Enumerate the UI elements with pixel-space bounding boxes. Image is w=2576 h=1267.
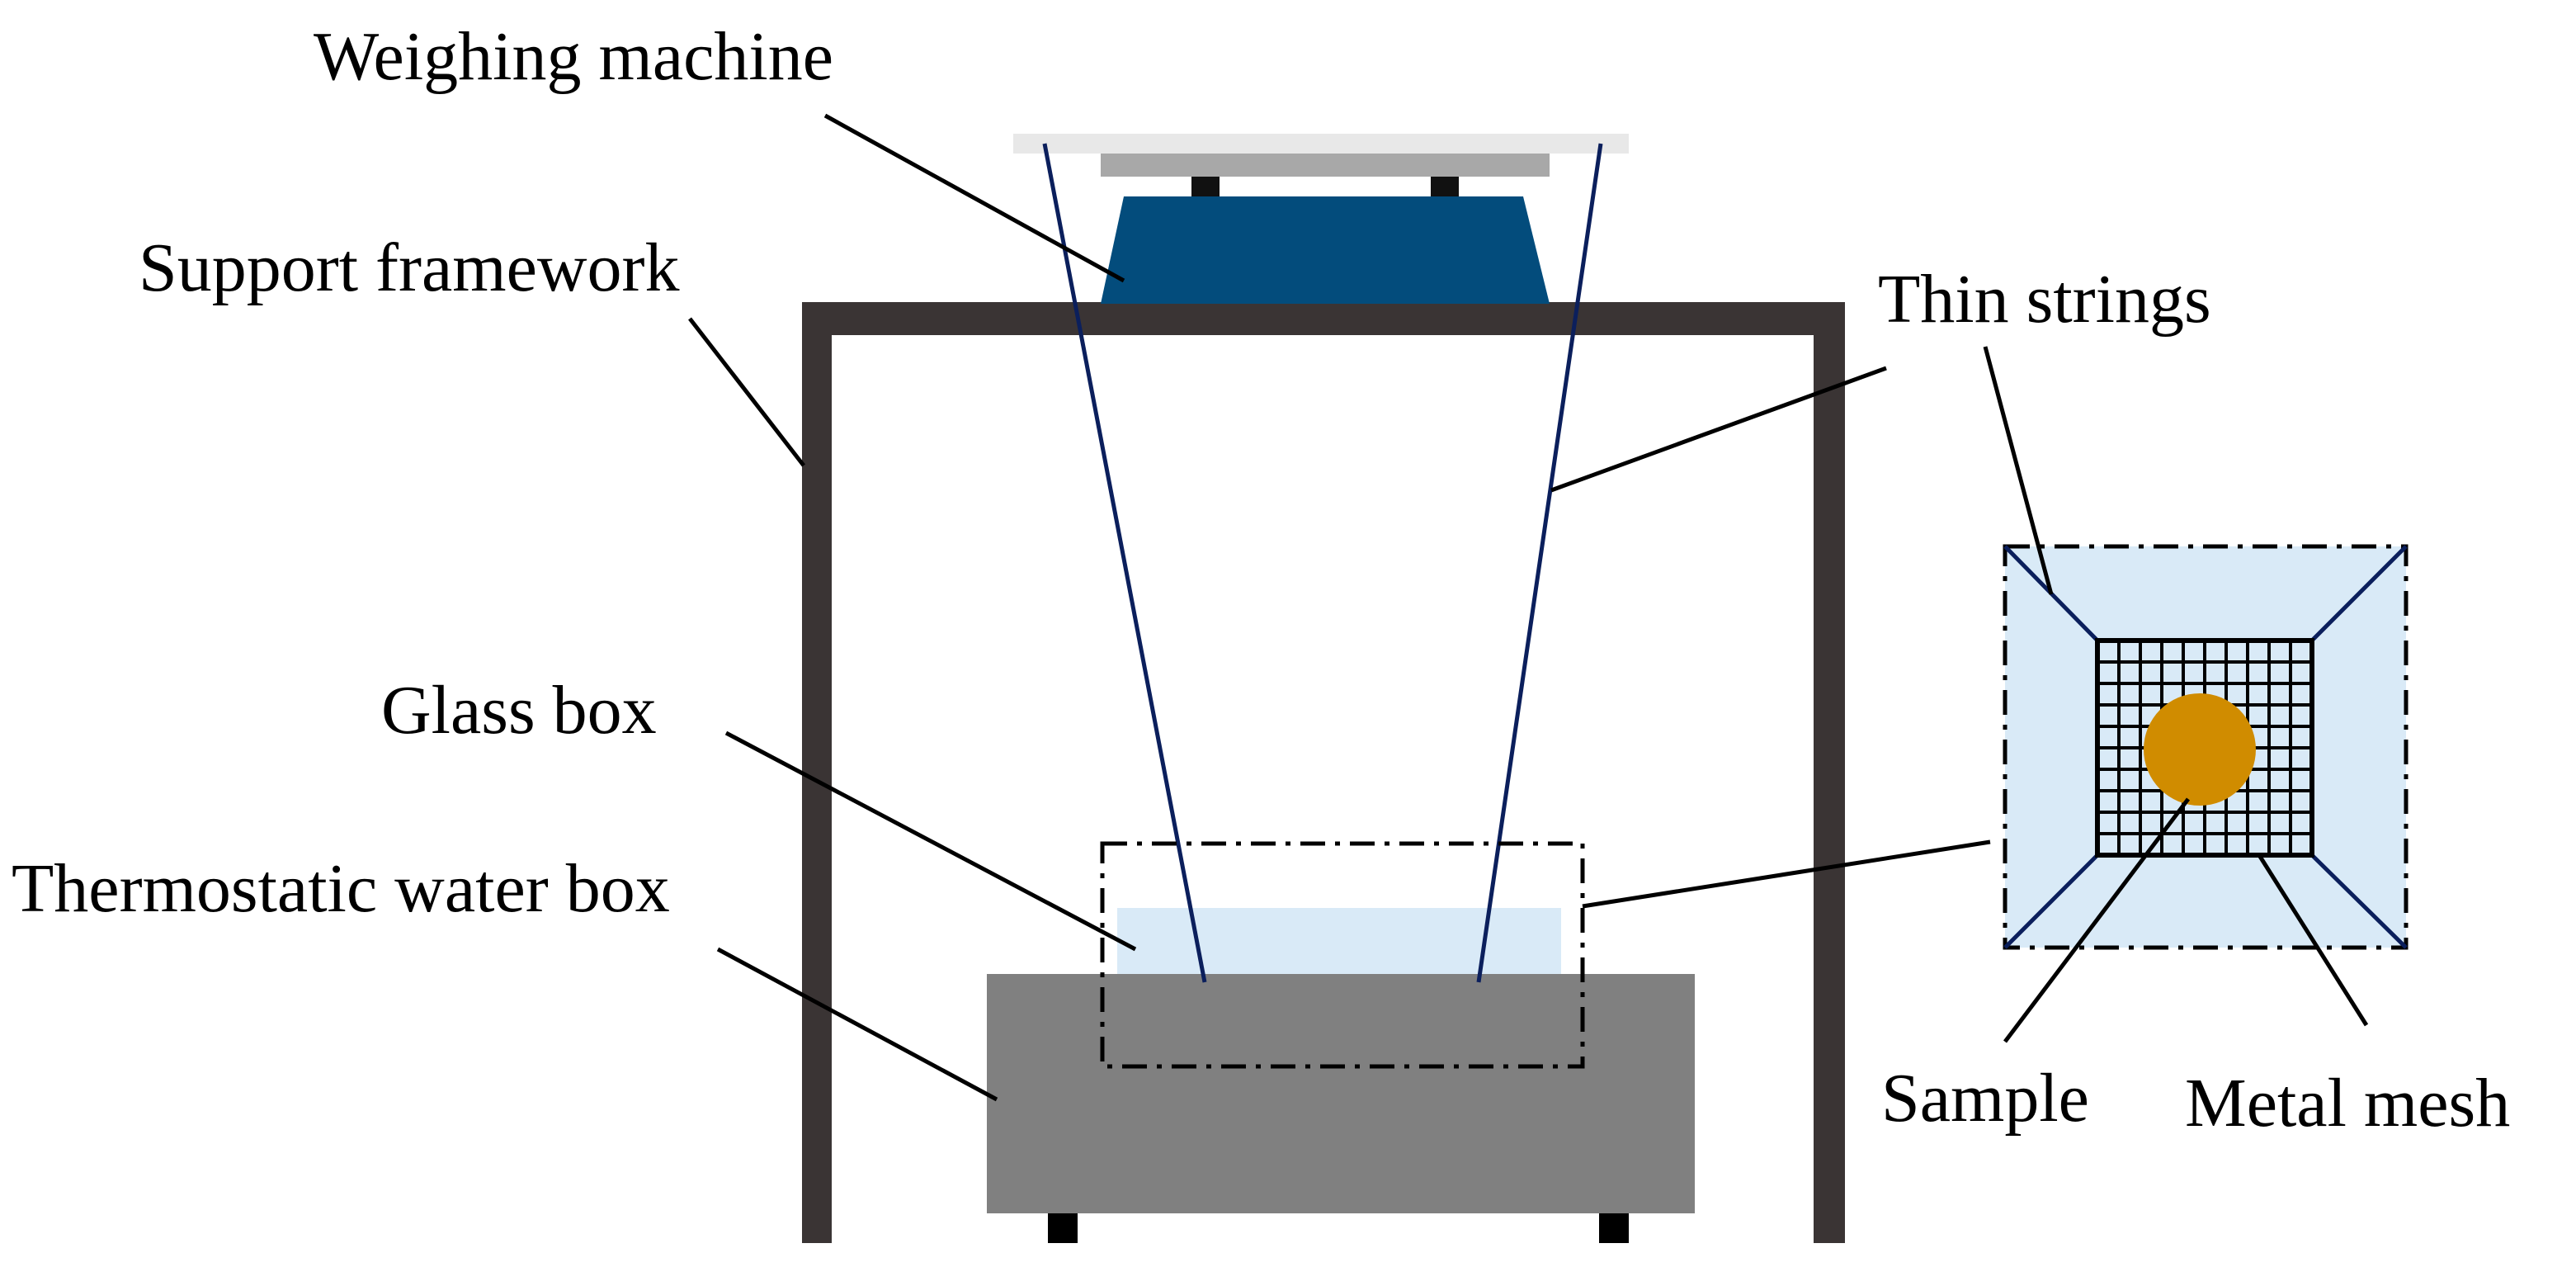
detail-inset	[2003, 544, 2409, 950]
leader-lines	[688, 113, 2369, 1102]
leader-weighing-machine	[823, 113, 1125, 283]
scale-pan	[1101, 154, 1550, 177]
leader-thermostatic-water-box	[716, 947, 998, 1102]
leader-metal-mesh	[2257, 853, 2369, 1027]
leader-glass-box	[724, 730, 1137, 952]
scale-body	[1101, 196, 1550, 304]
frame-right-leg	[1814, 302, 1845, 1243]
detail-string-bottom-right	[2310, 853, 2408, 949]
water-box-foot-right	[1599, 1213, 1629, 1243]
label-glass-box: Glass box	[381, 672, 657, 749]
detail-inset-border	[2003, 544, 2409, 950]
label-weighing-machine: Weighing machine	[314, 18, 833, 95]
label-thin-strings: Thin strings	[1878, 261, 2211, 338]
sample-disc	[2144, 693, 2256, 806]
scale-foot-right	[1431, 177, 1459, 198]
detail-string-bottom-left	[2003, 853, 2099, 949]
thin-string-left	[1042, 143, 1207, 983]
frame-left-leg	[802, 302, 832, 1243]
frame-top-beam	[802, 302, 1845, 335]
label-support-framework: Support framework	[139, 229, 680, 306]
water-box-foot-left	[1048, 1213, 1078, 1243]
leader-support-framework	[688, 317, 805, 467]
glass-box	[1117, 908, 1561, 974]
scale-top-plate	[1013, 134, 1629, 154]
water-box-body	[987, 974, 1695, 1213]
thermostatic-water-box	[987, 974, 1695, 1243]
leader-detail-callout	[1582, 839, 1991, 909]
leader-thin-strings-detail	[1983, 346, 2054, 595]
weighing-machine	[1013, 134, 1629, 304]
scale-foot-left	[1191, 177, 1220, 198]
label-sample: Sample	[1881, 1060, 2089, 1137]
support-framework	[802, 302, 1845, 1243]
detail-string-top-right	[2310, 545, 2408, 642]
highlight-region-box	[1100, 841, 1585, 1069]
leader-sample	[2003, 797, 2190, 1043]
label-metal-mesh: Metal mesh	[2185, 1065, 2510, 1142]
label-thermostatic-water-box: Thermostatic water box	[12, 850, 670, 927]
leader-thin-strings-main	[1550, 366, 1887, 493]
